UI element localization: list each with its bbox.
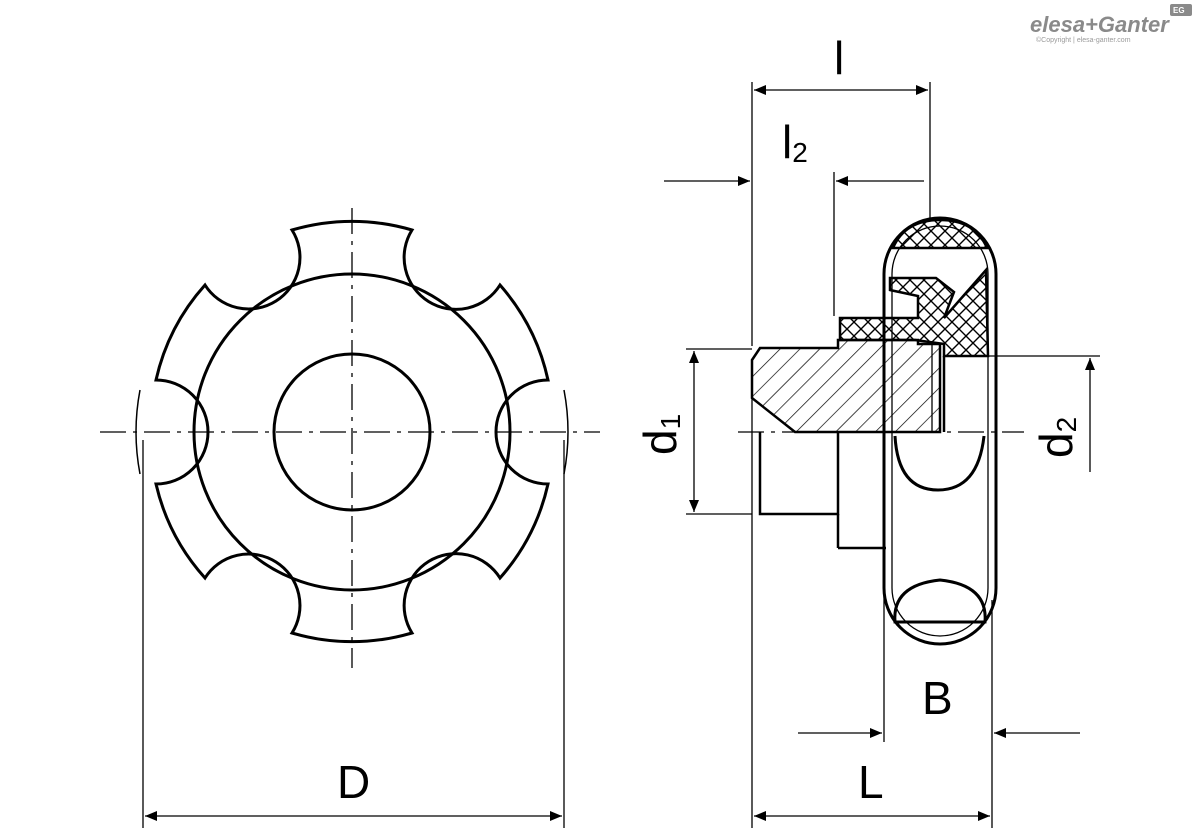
l-label: l bbox=[834, 32, 844, 84]
ring-recess-lower bbox=[893, 578, 987, 624]
logo-brand-text: elesa+Ganter bbox=[1030, 12, 1170, 37]
B-label: B bbox=[922, 672, 953, 724]
hub-section bbox=[750, 338, 942, 434]
logo-copyright-text: ©Copyright | elesa-ganter.com bbox=[1036, 36, 1131, 44]
l2-label: l2 bbox=[782, 116, 808, 168]
d2-label-sub: 2 bbox=[1051, 417, 1082, 433]
l2-label-main: l bbox=[782, 116, 792, 168]
hub-lower bbox=[758, 432, 840, 516]
logo-mark-badge bbox=[1170, 4, 1192, 16]
right-recess-edge bbox=[563, 389, 569, 475]
d1-label-sub: 1 bbox=[655, 414, 686, 430]
elesa-ganter-logo: elesa+Ganter EG ©Copyright | elesa-gante… bbox=[1030, 4, 1192, 44]
logo-mark-text: EG bbox=[1173, 6, 1185, 15]
d2-label: d2 bbox=[1030, 417, 1082, 458]
knob-outline bbox=[154, 219, 550, 644]
d1-label: d1 bbox=[634, 414, 686, 455]
ring-recess-upper bbox=[893, 435, 986, 492]
insert-section bbox=[838, 266, 990, 358]
l2-label-sub: 2 bbox=[792, 137, 808, 168]
d1-label-main: d bbox=[634, 429, 686, 455]
rim-section bbox=[891, 218, 989, 250]
D-label: D bbox=[337, 756, 370, 808]
L-label: L bbox=[858, 756, 884, 808]
front-view: D bbox=[100, 208, 600, 828]
side-view: l l2 d1 d2 B L bbox=[634, 32, 1100, 828]
d2-label-main: d bbox=[1030, 432, 1082, 458]
